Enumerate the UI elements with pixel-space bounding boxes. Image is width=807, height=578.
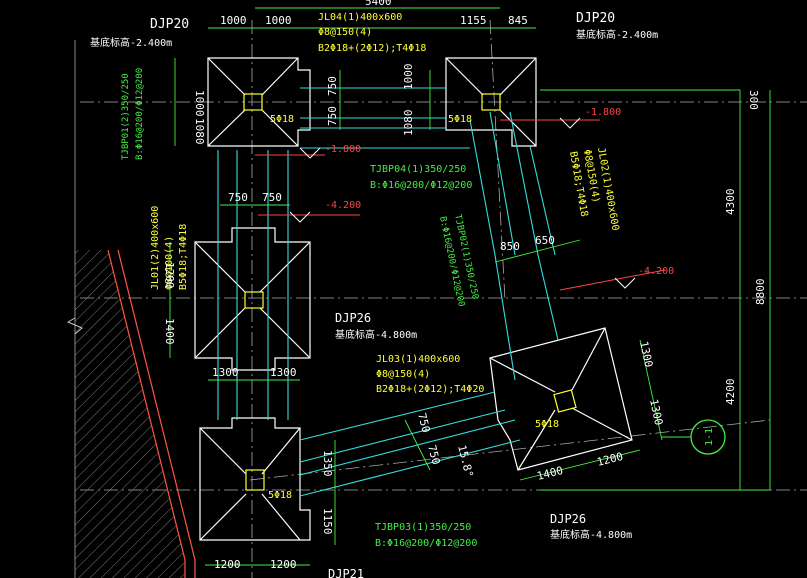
dim-top-1000-a: 1000	[220, 14, 247, 27]
footing-outlines	[194, 57, 633, 541]
footing-label-djp20-right: DJP20	[576, 11, 615, 26]
dim-right-300: 300	[747, 90, 760, 110]
beam-jl04-line3: B2Φ18+(2Φ12);T4Φ18	[318, 43, 426, 54]
dim-horiz-750-b: 750	[262, 191, 282, 204]
dim-left-1350: 1350	[321, 450, 334, 477]
dim-bot-1200-r: 1200	[596, 450, 625, 469]
section-mark-label: 1-1	[704, 428, 715, 446]
footing-elev-djp20-left: 基底标高-2.400m	[90, 36, 172, 49]
elevation-triangles	[289, 117, 636, 289]
tie-beam-tjbp01-line2: B:Φ16@200/Φ12@200	[135, 68, 145, 160]
dim-angle: 15.8°	[455, 444, 476, 479]
column-1	[243, 93, 263, 111]
dim-right-1000: 1000	[402, 64, 415, 91]
tie-beam-tjbp03-line1: TJBP03(1)350/250	[375, 522, 471, 533]
tie-beam-tjbp04-line2: B:Φ16@200/Φ12@200	[370, 180, 472, 191]
tie-beam-tjbp03-line2: B:Φ16@200/Φ12@200	[375, 538, 477, 549]
footing-djp26-mid	[194, 227, 311, 371]
dim-bot-1200-b: 1200	[270, 558, 297, 571]
footing-djp20-right	[445, 57, 537, 147]
dim-left-1150: 1150	[321, 508, 334, 535]
beam-jl01-line2: Φ8@100(4)	[164, 236, 175, 290]
dim-right-overall: 8800	[754, 279, 767, 306]
dim-rot-1300-a: 1300	[637, 340, 655, 369]
tie-beam-tjbp04-line1: TJBP04(1)350/250	[370, 164, 466, 175]
column-3	[244, 291, 264, 309]
footing-label-djp20-left: DJP20	[150, 17, 189, 32]
beam-jl03-line3: B2Φ18+(2Φ12);T4Φ20	[376, 384, 484, 395]
column-rebar-1: 5Φ18	[270, 114, 294, 125]
column-5	[553, 389, 577, 413]
footing-djp26-rotated	[489, 327, 633, 471]
dim-bot-1200-a: 1200	[214, 558, 241, 571]
dim-top-overall: 5400	[365, 0, 392, 8]
column-2	[481, 93, 501, 111]
beam-jl01-line3: B5Φ18;T4Φ18	[178, 224, 189, 290]
beam-jl03-line1: JL03(1)400x600	[376, 354, 460, 365]
footing-djp20-left	[207, 57, 311, 147]
column-rebar-2: 5Φ18	[448, 114, 472, 125]
dim-right-4200: 4200	[724, 379, 737, 406]
dim-bot-1400: 1400	[536, 464, 565, 483]
tie-beam-outlines	[217, 87, 559, 497]
elevation-mark-3: -4.200	[325, 200, 361, 211]
footing-label-djp26-mid: DJP26	[335, 311, 371, 325]
footing-label-djp21-bottom: DJP21	[328, 567, 364, 578]
column-4	[245, 469, 265, 491]
dimension-lines	[169, 7, 771, 566]
dim-left-1200: 1200	[163, 262, 176, 289]
elevation-mark-2: -1.800	[585, 107, 621, 118]
retaining-wall-hatch	[66, 40, 196, 578]
beam-jl04-line1: JL04(1)400x600	[318, 12, 402, 23]
dim-left-1400: 1400	[163, 318, 176, 345]
dim-diag-850: 850	[500, 240, 520, 253]
leader-lines	[255, 119, 666, 291]
dim-top-1155: 1155	[460, 14, 487, 27]
tie-beam-tjbp01-line1: TJBP01(2)350/250	[121, 73, 131, 160]
column-rebar-4: 5Φ18	[268, 490, 292, 501]
axis-lines	[80, 19, 807, 578]
footing-label-djp26-bottom: DJP26	[550, 512, 586, 526]
footing-elev-djp20-right: 基底标高-2.400m	[576, 28, 658, 41]
dim-diag-750-a: 750	[415, 412, 432, 434]
dim-rot-1300-b: 1300	[647, 398, 665, 427]
beam-jl04-line2: Φ8@150(4)	[318, 27, 372, 38]
dim-mid-1300-a: 1300	[212, 366, 239, 379]
dim-right-4300: 4300	[724, 189, 737, 216]
columns	[243, 93, 577, 491]
dim-mid-750-b: 750	[326, 106, 339, 126]
dim-left-1080: 1080	[193, 118, 206, 145]
dim-right-1080: 1080	[402, 110, 415, 137]
elevation-mark-1: -1.800	[325, 144, 361, 155]
elevation-mark-4: -4.200	[638, 266, 674, 277]
beam-jl03-line2: Φ8@150(4)	[376, 369, 430, 380]
footing-elev-djp26-mid: 基底标高-4.800m	[335, 328, 417, 341]
dim-diag-750-b: 750	[425, 444, 442, 466]
dim-horiz-750-a: 750	[228, 191, 248, 204]
dim-top-1000-b: 1000	[265, 14, 292, 27]
column-rebar-3: 5Φ18	[535, 419, 559, 430]
beam-jl01-line1: JL01(2)400x600	[150, 206, 161, 290]
dim-top-845: 845	[508, 14, 528, 27]
footing-elev-djp26-bottom: 基底标高-4.800m	[550, 528, 632, 541]
dim-mid-750-a: 750	[326, 76, 339, 96]
dim-left-1000: 1000	[193, 90, 206, 117]
dim-mid-1300-b: 1300	[270, 366, 297, 379]
section-marker: 1-1	[662, 419, 726, 455]
dim-diag-650: 650	[535, 234, 555, 247]
